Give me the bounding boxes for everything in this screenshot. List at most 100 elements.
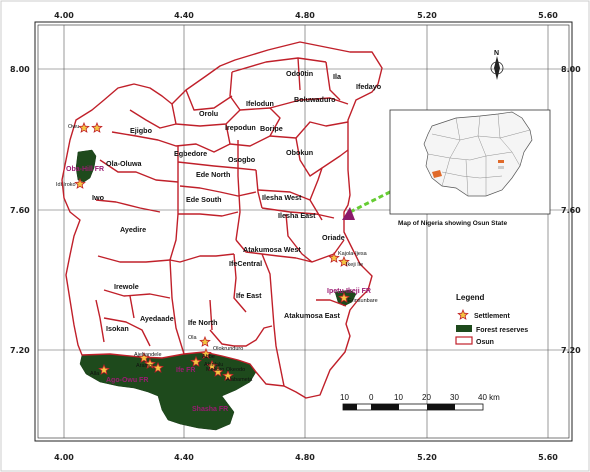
- left-tick: 7.60: [10, 206, 30, 215]
- settlement-label: Erinsunbare: [348, 298, 378, 304]
- lga-line: [295, 137, 323, 177]
- settlement-label: Ikeji Ile: [346, 262, 363, 268]
- settlement-label: Alabameta: [226, 377, 253, 383]
- settlement-star-icon: [144, 357, 156, 369]
- lga-line: [95, 199, 161, 213]
- lga-line: [209, 325, 273, 347]
- lga-line: [209, 299, 213, 331]
- settlement-star-icon: [98, 363, 110, 375]
- lga-line: [97, 255, 171, 263]
- lga-line: [95, 299, 105, 343]
- lga-label: Atakumosa East: [284, 311, 341, 320]
- left-tick: 7.20: [10, 346, 30, 355]
- osun-swatch: [455, 336, 473, 345]
- bottom-tick: 4.40: [174, 453, 194, 462]
- lga-label: Ifelodun: [246, 99, 274, 108]
- osun-highlight: [432, 170, 442, 178]
- lga-line: [239, 97, 349, 111]
- lga-label: Odo0tin: [286, 69, 313, 78]
- legend-item-settlement: Settlement: [474, 313, 510, 320]
- forest-label: Ipetu-Ikeji FR: [327, 288, 371, 295]
- lga-label: Irewole: [114, 282, 139, 291]
- lga-line: [169, 253, 235, 263]
- top-tick: 5.20: [417, 11, 437, 20]
- lga-line: [309, 149, 349, 201]
- top-tick: 4.80: [295, 11, 315, 20]
- lga-labels: Odo0tin Ila Ifedayo Boluwaduro Ifelodun …: [92, 69, 382, 333]
- lga-label: Ilesha West: [262, 193, 302, 202]
- forest-swatch: [456, 325, 472, 332]
- settlement-label: Owu: [68, 124, 79, 130]
- scale-label: 40 km: [478, 393, 500, 402]
- forest-reserve-labels: Oba-Hill FR Ago-Owu FR Ife FR Shasha FR …: [66, 166, 371, 413]
- settlement-star-icon: [74, 177, 86, 189]
- settlement-markers: [74, 121, 350, 381]
- inset-map: Map of Nigeria showing Osun State: [389, 109, 551, 227]
- left-tick: 8.00: [10, 65, 30, 74]
- scale-label: 10: [394, 393, 403, 402]
- settlement-labels: Owu Idi Iroko Kajola-Ijesa Ikeji Ile Eri…: [56, 124, 378, 383]
- scale-label: 10: [340, 393, 349, 402]
- lga-label: Ola-Oluwa: [106, 159, 143, 168]
- lga-line: [169, 259, 185, 355]
- legend-title: Legend: [456, 293, 485, 302]
- lga-label: Atakumosa West: [243, 245, 301, 254]
- lga-line: [261, 207, 335, 219]
- settlement-star-icon: [457, 308, 469, 320]
- settlement-star-icon: [212, 365, 224, 377]
- lga-label: Oriade: [322, 233, 345, 242]
- scale-label: 0: [369, 393, 374, 402]
- lga-line: [225, 107, 281, 147]
- lga-line: [169, 146, 179, 261]
- top-tick: 5.60: [538, 11, 558, 20]
- lga-line: [235, 140, 241, 241]
- lga-line: [285, 213, 313, 263]
- lga-label: Ede North: [196, 170, 230, 179]
- forest-label: Ife FR: [176, 367, 195, 374]
- bottom-tick: 5.20: [417, 453, 437, 462]
- lga-line: [177, 161, 257, 171]
- top-tick-labels: 4.00 4.40 4.80 5.20 5.60: [54, 11, 558, 20]
- settlement-label: Mokoro Okeodo: [206, 367, 245, 373]
- lga-line: [255, 169, 263, 209]
- settlement-star-icon: [222, 369, 234, 381]
- settlement-label: Olokrunduro: [213, 346, 243, 352]
- top-tick: 4.40: [174, 11, 194, 20]
- right-tick: 8.00: [561, 65, 581, 74]
- lga-label: Irepodun: [225, 123, 256, 132]
- forest-oba-hill: [75, 149, 97, 183]
- lga-boundaries: [61, 41, 383, 399]
- lga-label: Ayedaade: [140, 314, 174, 323]
- lga-line: [325, 61, 341, 101]
- settlement-star-icon: [199, 335, 211, 347]
- lga-label: Ilesha East: [278, 211, 316, 220]
- lga-line: [129, 109, 177, 129]
- bottom-tick: 4.00: [54, 453, 74, 462]
- settlement-label: Abbe: [202, 354, 215, 360]
- lga-line: [316, 299, 347, 307]
- right-tick: 7.20: [561, 346, 581, 355]
- forest-label: Oba-Hill FR: [66, 166, 104, 173]
- forest-label: Ago-Owu FR: [106, 377, 148, 384]
- inset-caption: Map of Nigeria showing Osun State: [398, 220, 507, 227]
- graticule: [38, 25, 569, 438]
- lga-line: [178, 211, 239, 217]
- settlement-label: Ajebandele: [134, 352, 162, 358]
- left-tick-labels: 8.00 7.60 7.20: [10, 65, 30, 355]
- bottom-tick: 4.80: [295, 453, 315, 462]
- bottom-tick: 5.60: [538, 453, 558, 462]
- forest-reserves: [75, 149, 357, 431]
- north-arrow-icon: N: [490, 50, 504, 80]
- lga-line: [295, 239, 345, 263]
- settlement-label: Kajola-Ijesa: [338, 251, 368, 257]
- lga-line: [103, 317, 151, 347]
- scale-bar: 10 0 10 20 30 40 km: [340, 393, 500, 411]
- lga-line: [229, 71, 241, 111]
- osun-outline: [61, 41, 383, 399]
- settlement-label: Aramo: [136, 363, 152, 369]
- lga-label: Isokan: [106, 324, 129, 333]
- right-tick-labels: 8.00 7.60 7.20: [561, 65, 581, 355]
- legend-item-osun: Osun: [476, 339, 494, 346]
